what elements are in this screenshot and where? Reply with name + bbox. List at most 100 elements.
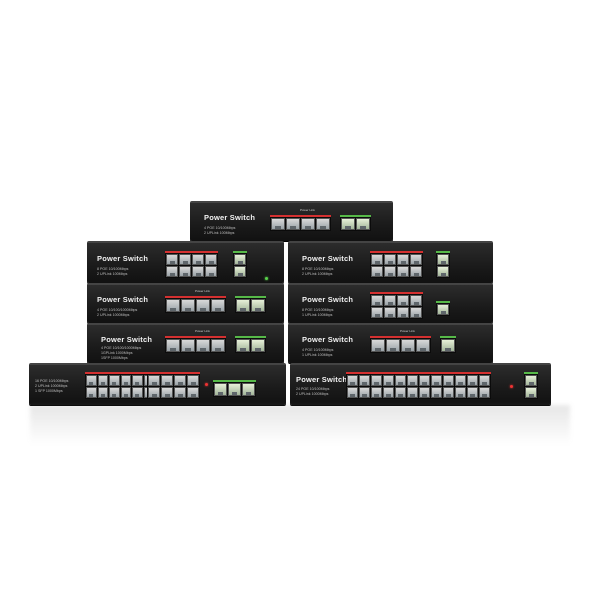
uplink-ports (440, 336, 456, 353)
ethernet-port (161, 387, 173, 398)
switch-8port-right-row2: Power Switch 8 POE 10/100Mbps 2 UPLink 1… (288, 241, 493, 283)
ethernet-port (181, 299, 195, 312)
ethernet-port (410, 254, 422, 265)
ethernet-port (397, 295, 409, 306)
uplink-ports (233, 251, 247, 278)
brand-label: Power Switch (101, 335, 153, 344)
ethernet-port (395, 387, 406, 398)
ethernet-port (205, 254, 217, 265)
ethernet-port (467, 375, 478, 386)
switch-8port-left-row2: Power Switch 8 POE 10/100Mbps 2 UPLink 1… (87, 241, 284, 283)
ethernet-port (359, 375, 370, 386)
spec-text: 16 POE 10/100Mbps 2 UPLink 1000Mbps 1 SF… (35, 379, 69, 393)
status-led (205, 383, 208, 386)
switch-4port-right-row4: Power Switch 4 POE 10/100Mbps 1 UPLink 1… (288, 323, 493, 363)
ethernet-port (174, 387, 186, 398)
switch-24port-bottom-right: Power Switch 24 POE 10/100Mbps 2 UPLink … (290, 363, 551, 405)
ethernet-port (347, 375, 358, 386)
switch-4port-sfp-left-row4: Power Switch 4 POE 10/100/1000Mbps 1GPLi… (87, 323, 284, 363)
poe-label: Power Link (195, 329, 210, 333)
ethernet-port (196, 299, 210, 312)
poe-ports (165, 251, 218, 278)
spec-text: 24 POE 10/100Mbps 2 UPLink 1000Mbps (296, 387, 330, 396)
status-led (265, 277, 268, 280)
ethernet-port (479, 375, 490, 386)
switch-4port-top: Power Switch 4 POE 10/100Mbps 2 UPLink 1… (190, 201, 393, 241)
brand-label: Power Switch (296, 375, 348, 384)
ethernet-port (166, 254, 178, 265)
ethernet-port (397, 266, 409, 277)
ethernet-port (455, 375, 466, 386)
ethernet-port (192, 254, 204, 265)
uplink-port (441, 339, 455, 352)
ethernet-port (187, 375, 199, 386)
poe-ports (165, 336, 226, 353)
ethernet-port (86, 387, 97, 398)
ethernet-port (120, 375, 131, 386)
ethernet-port (431, 387, 442, 398)
ethernet-port (384, 266, 396, 277)
ethernet-port (431, 375, 442, 386)
brand-label: Power Switch (97, 295, 149, 304)
status-led (510, 385, 513, 388)
ethernet-port (97, 375, 108, 386)
brand-label: Power Switch (302, 335, 354, 344)
poe-label: Power Link (300, 208, 315, 212)
ethernet-port (407, 387, 418, 398)
uplink-port (234, 266, 246, 277)
spec-text: 4 POE 10/100Mbps 2 UPLink 100Mbps (204, 226, 236, 235)
ethernet-port (132, 375, 143, 386)
ethernet-port (109, 375, 120, 386)
spec-text: 8 POE 10/100Mbps 2 UPLink 100Mbps (302, 267, 334, 276)
ethernet-port (383, 375, 394, 386)
brand-label: Power Switch (302, 254, 354, 263)
ethernet-port (410, 266, 422, 277)
poe-ports (165, 296, 226, 313)
ethernet-port (384, 307, 396, 318)
switch-8port-right-row3: Power Switch 8 POE 10/100Mbps 1 UPLink 1… (288, 283, 493, 323)
brand-label: Power Switch (97, 254, 149, 263)
ethernet-port (196, 339, 210, 352)
ethernet-port (359, 387, 370, 398)
uplink-port (234, 254, 246, 265)
spec-text: 8 POE 10/100Mbps 2 UPLink 100Mbps (97, 267, 129, 276)
uplink-port (251, 299, 265, 312)
switch-4port-left-row3: Power Switch 4 POE 10/100/1000Mbps 2 UPL… (87, 283, 284, 323)
ethernet-port (316, 218, 330, 230)
ethernet-port (397, 307, 409, 318)
ethernet-port (286, 218, 300, 230)
uplink-port (437, 266, 449, 277)
uplink-port (525, 375, 537, 386)
uplink-port (214, 383, 227, 396)
floor-reflection (30, 405, 570, 445)
ethernet-port (383, 387, 394, 398)
ethernet-port (371, 295, 383, 306)
ethernet-port (181, 339, 195, 352)
poe-label: Power Link (400, 329, 415, 333)
ethernet-port (416, 339, 430, 352)
ethernet-port (86, 375, 97, 386)
ethernet-port (401, 339, 415, 352)
uplink-ports (340, 215, 371, 231)
poe-ports (370, 251, 423, 278)
ethernet-port (166, 266, 178, 277)
poe-ports (370, 292, 423, 319)
poe-ports (270, 215, 331, 231)
uplink-ports (235, 336, 266, 353)
ethernet-port (443, 387, 454, 398)
uplink-port (251, 339, 265, 352)
uplink-ports (436, 251, 450, 278)
uplink-ports (436, 301, 450, 316)
ethernet-port (410, 295, 422, 306)
ethernet-port (211, 299, 225, 312)
uplink-port (437, 254, 449, 265)
ethernet-port (166, 339, 180, 352)
ethernet-port (371, 339, 385, 352)
spec-text: 4 POE 10/100/1000Mbps 2 UPLink 1000Mbps (97, 308, 138, 317)
ethernet-port (384, 295, 396, 306)
uplink-ports (235, 296, 266, 313)
ethernet-port (410, 307, 422, 318)
ethernet-port (174, 375, 186, 386)
switch-16port-bottom-left: 16 POE 10/100Mbps 2 UPLink 1000Mbps 1 SF… (29, 363, 286, 405)
